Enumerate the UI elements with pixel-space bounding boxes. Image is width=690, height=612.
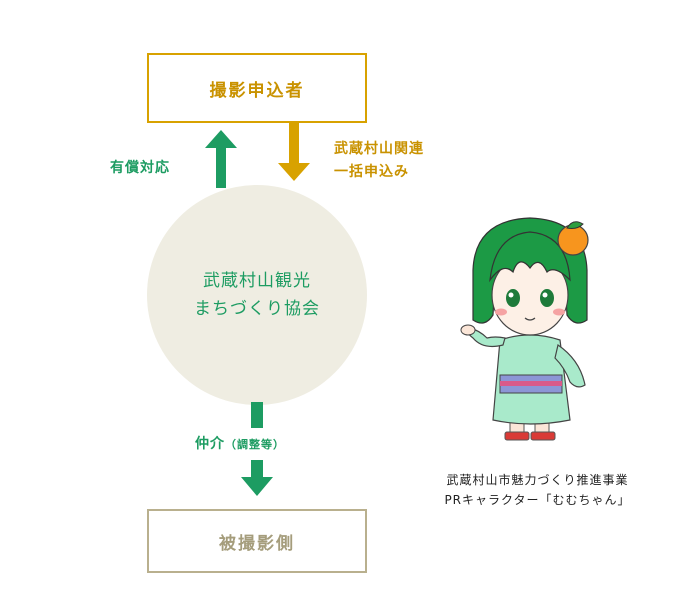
down-arrow-icon	[278, 123, 310, 181]
association-name-line1: 武蔵村山観光	[203, 271, 311, 291]
mascot-caption-line1: 武蔵村山市魅力づくり推進事業	[446, 473, 629, 487]
mediation-label-main: 仲介	[195, 436, 225, 452]
mediation-label-paren: （調整等）	[225, 438, 285, 451]
applicant-box: 撮影申込者	[147, 53, 367, 123]
association-circle: 武蔵村山観光 まちづくり協会	[147, 185, 367, 405]
applicant-label: 撮影申込者	[209, 80, 305, 101]
mascot-caption: 武蔵村山市魅力づくり推進事業 PRキャラクター「むむちゃん」	[415, 470, 660, 510]
mascot-illustration	[460, 217, 589, 441]
mediation-label: 仲介（調整等）	[195, 433, 285, 453]
paid-service-label: 有償対応	[110, 160, 170, 176]
bulk-application-line1: 武蔵村山関連	[334, 141, 424, 157]
up-arrow-icon	[205, 130, 237, 188]
bulk-application-label: 武蔵村山関連 一括申込み	[334, 138, 424, 184]
bulk-application-line2: 一括申込み	[334, 164, 409, 180]
mediation-stem	[251, 402, 263, 428]
subject-label: 被撮影側	[219, 533, 295, 554]
association-name-line2: まちづくり協会	[194, 299, 320, 319]
mediation-arrow-icon	[241, 460, 273, 496]
mascot-caption-line2: PRキャラクター「むむちゃん」	[444, 493, 631, 507]
subject-box: 被撮影側	[147, 509, 367, 573]
